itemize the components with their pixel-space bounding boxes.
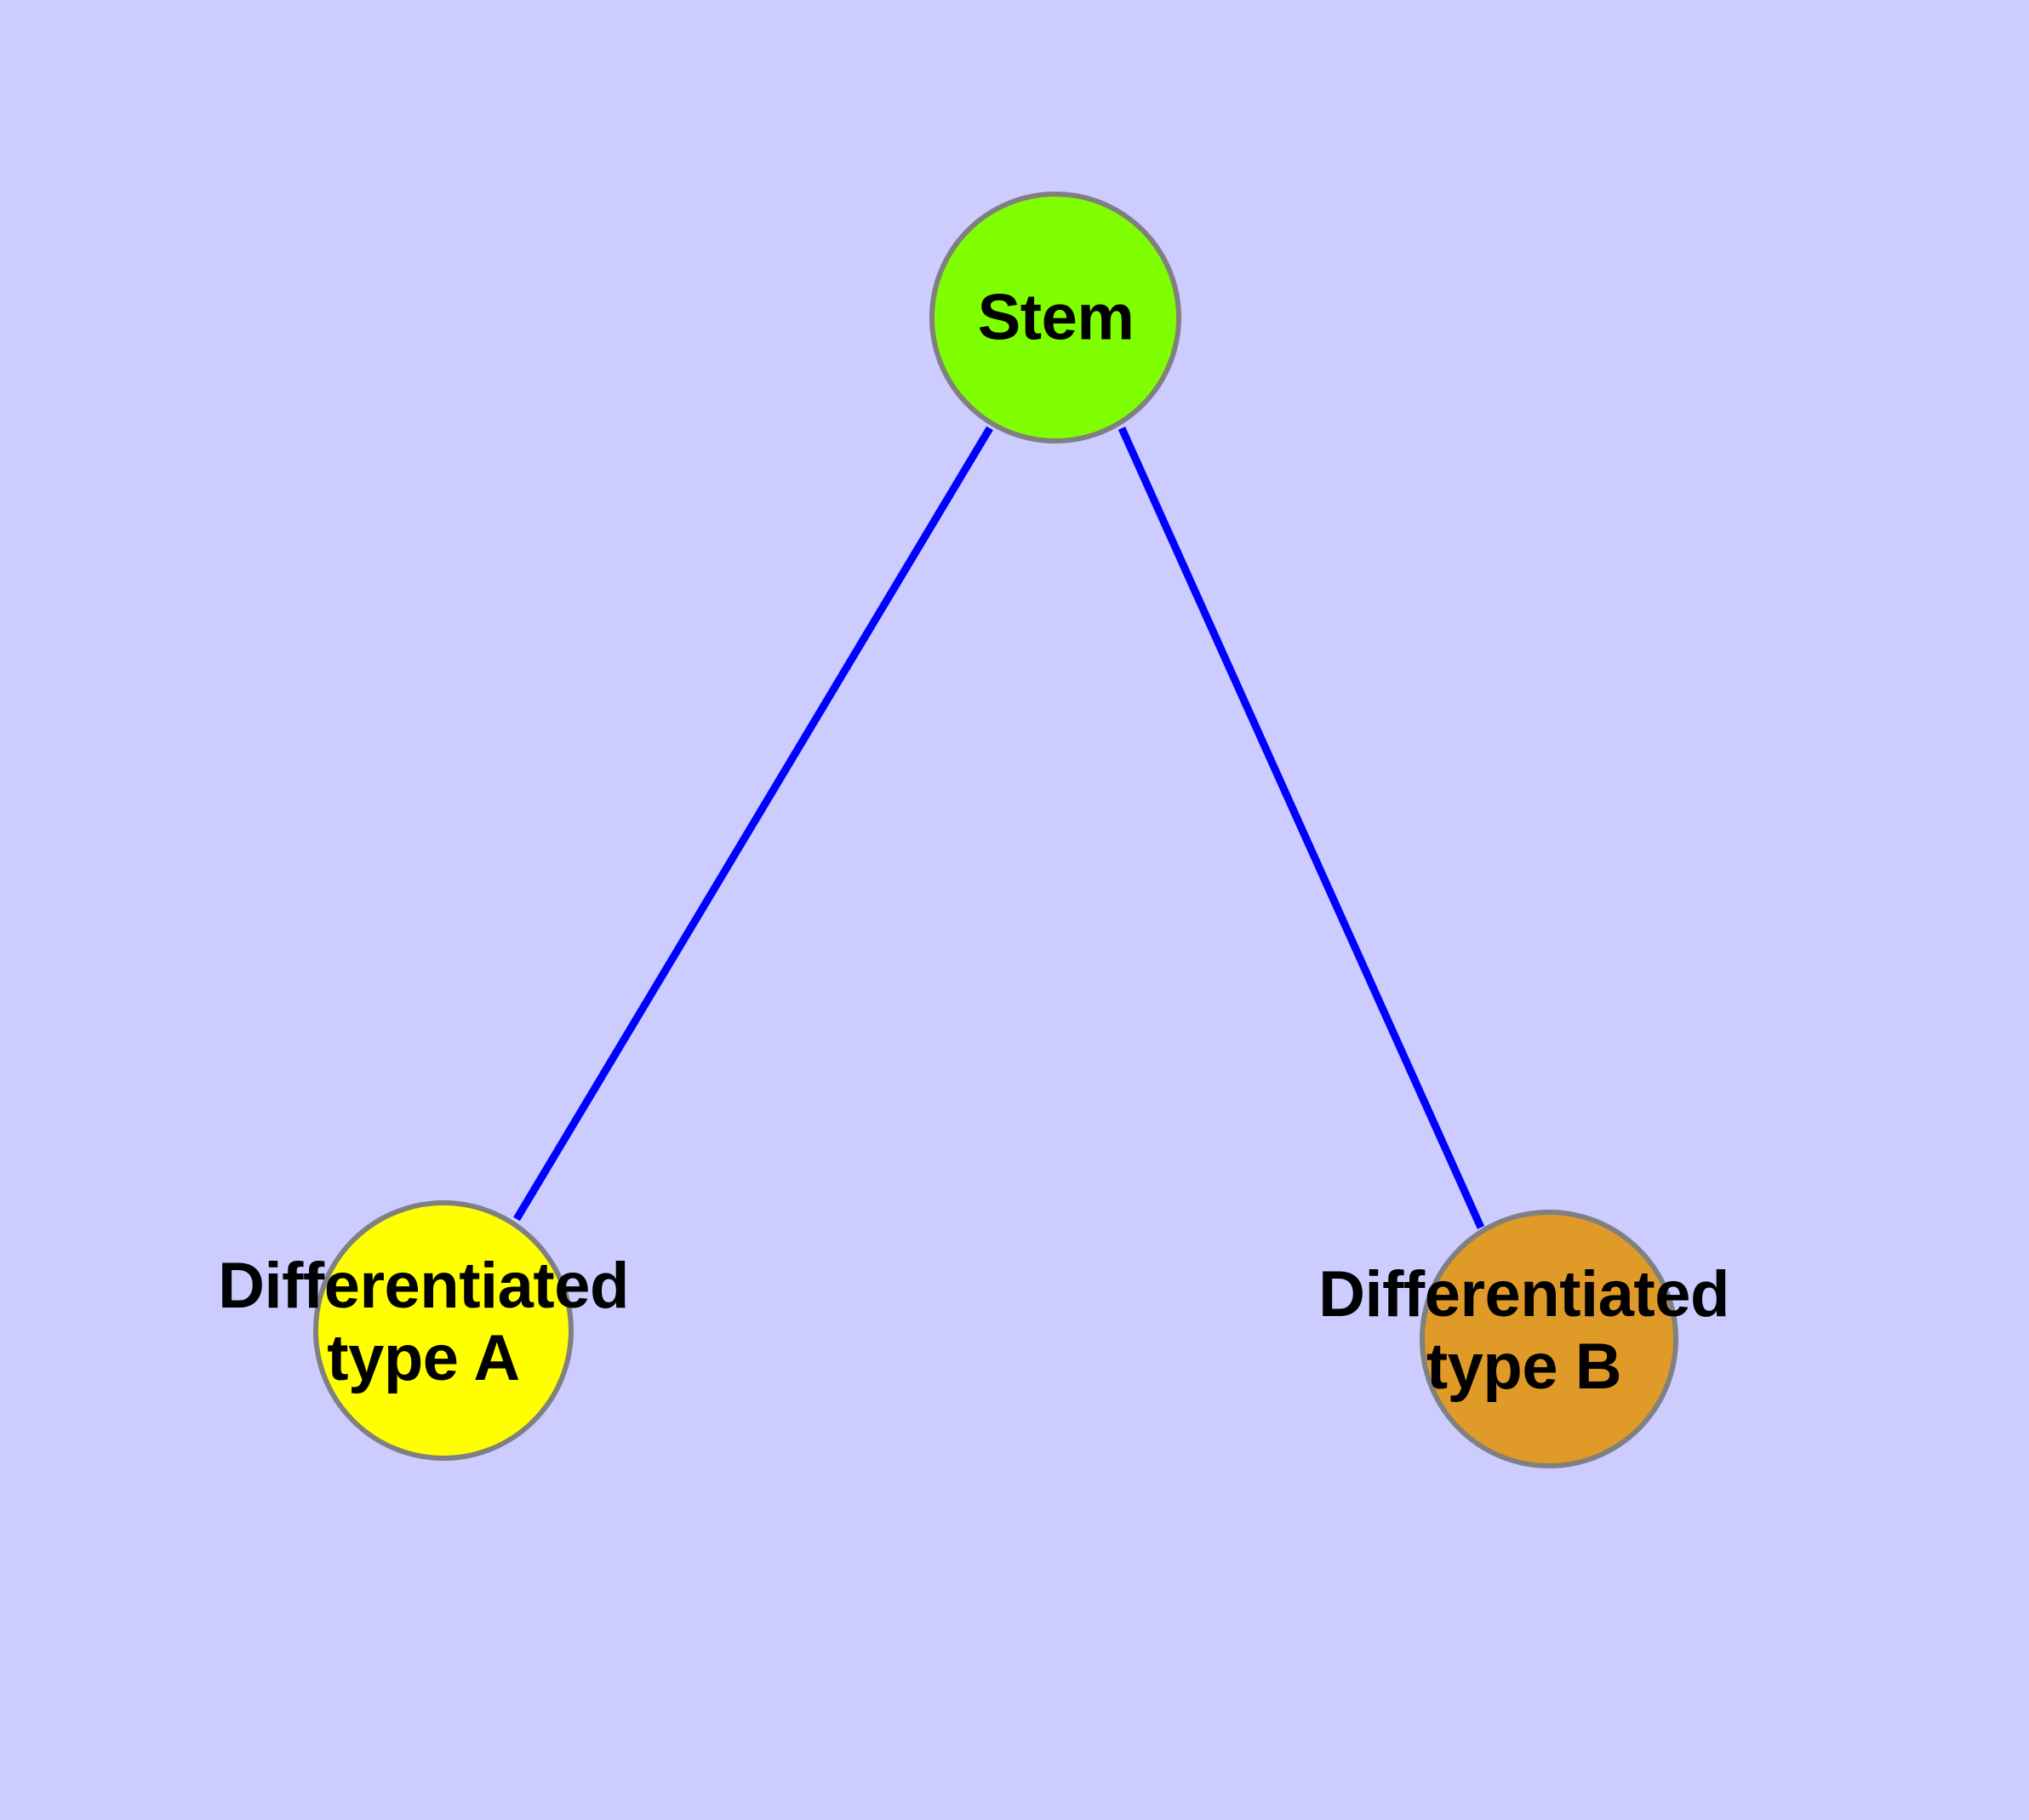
node-stem[interactable] <box>929 192 1181 444</box>
node-differentiated-type-b[interactable] <box>1420 1210 1678 1468</box>
node-differentiated-type-a[interactable] <box>313 1200 574 1461</box>
edge-stem-to-diff-b[interactable] <box>1117 426 1485 1229</box>
edge-stem-to-diff-a[interactable] <box>513 426 993 1222</box>
